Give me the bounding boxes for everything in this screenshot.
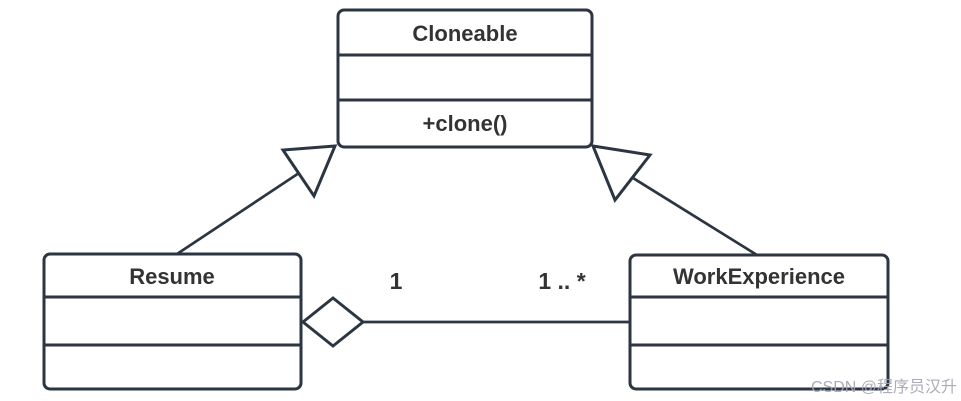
class-box: [336, 8, 594, 149]
generalization-edge-workexperience-cloneable: [590, 144, 758, 257]
class-node-cloneable: Cloneable +clone(): [336, 8, 594, 149]
multiplicity-label-part: 1 .. *: [538, 268, 585, 294]
class-box: [42, 252, 303, 391]
class-name-label: Resume: [129, 264, 215, 289]
class-node-workexperience: WorkExperience: [628, 253, 890, 391]
csdn-watermark: CSDN @程序员汉升: [811, 378, 957, 396]
aggregation-edge-resume-workexperience: 1 1 .. *: [300, 268, 630, 348]
class-name-label: WorkExperience: [673, 264, 845, 289]
hollow-triangle-arrowhead: [280, 144, 338, 200]
class-name-label: Cloneable: [412, 21, 517, 46]
aggregation-diamond: [300, 296, 366, 348]
generalization-line: [632, 176, 758, 257]
class-box: [628, 253, 890, 391]
multiplicity-label-whole: 1: [390, 268, 403, 294]
class-method-label: +clone(): [423, 111, 508, 136]
hollow-triangle-arrowhead: [590, 144, 653, 203]
generalization-line: [176, 171, 300, 256]
generalization-edge-resume-cloneable: [176, 144, 338, 256]
class-node-resume: Resume: [42, 252, 303, 391]
